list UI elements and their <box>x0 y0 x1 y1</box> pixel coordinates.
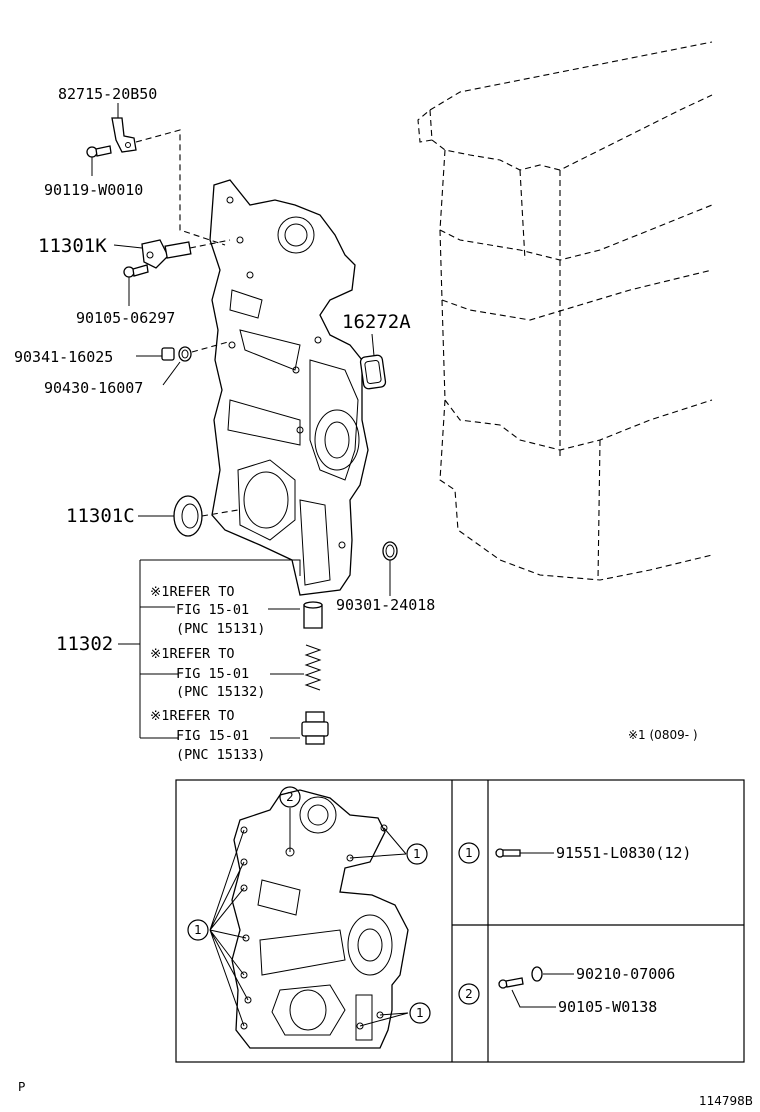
refer-note-pnc: (PNC 15131) <box>176 621 265 637</box>
relief-valve-plunger <box>303 601 323 629</box>
oil-seal-11301C <box>173 495 203 537</box>
leader-lines <box>91 103 391 739</box>
bolt-90119 <box>86 145 112 158</box>
refer-note-line: ※1REFER TO <box>150 646 234 662</box>
refer-note-fig: FIG 15-01 <box>176 666 249 682</box>
row-key: 2 <box>465 987 473 1001</box>
callout-number: 2 <box>286 790 294 804</box>
refer-note-line: ※1REFER TO <box>150 708 234 724</box>
engine-block-outline <box>417 41 713 581</box>
label-90301: 90301-24018 <box>336 596 435 614</box>
label-11301C: 11301C <box>66 505 135 527</box>
gasket-16272A <box>359 354 387 390</box>
refer-note-1: ※1REFER TO FIG 15-01 (PNC 15131) <box>150 584 265 637</box>
row-key: 1 <box>465 846 473 860</box>
refer-note-fig: FIG 15-01 <box>176 728 249 744</box>
inset-cover-drawing <box>231 789 409 1049</box>
bolt-icon <box>498 977 524 989</box>
callout-number: 1 <box>413 847 421 861</box>
bracket-82715 <box>111 117 137 153</box>
refer-note-2: ※1REFER TO FIG 15-01 (PNC 15132) <box>150 646 265 700</box>
o-ring-90301 <box>382 541 398 561</box>
part-number: 90210-07006 <box>576 965 675 983</box>
page-mark: P <box>18 1080 25 1094</box>
part-number: 90105-W0138 <box>558 998 657 1016</box>
callout-2-top: 2 <box>279 786 301 808</box>
gasket-90430 <box>178 346 192 362</box>
callout-1-left: 1 <box>187 919 209 941</box>
relief-valve-spring <box>304 644 322 691</box>
refer-note-line: ※1REFER TO <box>150 584 234 600</box>
label-82715: 82715-20B50 <box>58 85 157 103</box>
callout-number: 1 <box>194 923 202 937</box>
sensor-11301K <box>141 239 192 269</box>
bolt-90105-06297 <box>123 264 149 278</box>
refer-note-pnc: (PNC 15132) <box>176 684 265 700</box>
refer-note-3: ※1REFER TO FIG 15-01 (PNC 15133) <box>150 708 265 763</box>
label-90119: 90119-W0010 <box>44 181 143 199</box>
callout-1-right: 1 <box>406 843 428 865</box>
label-90105-06297: 90105-06297 <box>76 309 175 327</box>
relief-valve-plug <box>301 711 329 745</box>
label-11302: 11302 <box>56 633 113 655</box>
callout-1-bottom: 1 <box>409 1002 431 1024</box>
label-90430: 90430-16007 <box>44 379 143 397</box>
label-90341: 90341-16025 <box>14 348 113 366</box>
callout-number: 1 <box>416 1006 424 1020</box>
inset-bolt-location-table: 2 1 1 1 1 91551-L0830(12) 2 <box>175 779 745 1063</box>
refer-note-pnc: (PNC 15133) <box>176 747 265 763</box>
table-row: 2 90210-07006 90105-W0138 <box>458 965 675 1016</box>
timing-chain-cover <box>209 179 369 596</box>
table-row: 1 91551-L0830(12) <box>458 842 691 864</box>
bolt-icon <box>495 848 521 858</box>
refer-note-fig: FIG 15-01 <box>176 602 249 618</box>
washer-icon <box>531 966 543 982</box>
applicability-note: ※1 (0809- ) <box>628 728 698 742</box>
part-number: 91551-L0830(12) <box>556 844 691 862</box>
plug-90341 <box>161 347 175 361</box>
label-11301K: 11301K <box>38 235 107 257</box>
illustration-number: 114798B <box>699 1094 753 1108</box>
label-16272A: 16272A <box>342 311 411 333</box>
